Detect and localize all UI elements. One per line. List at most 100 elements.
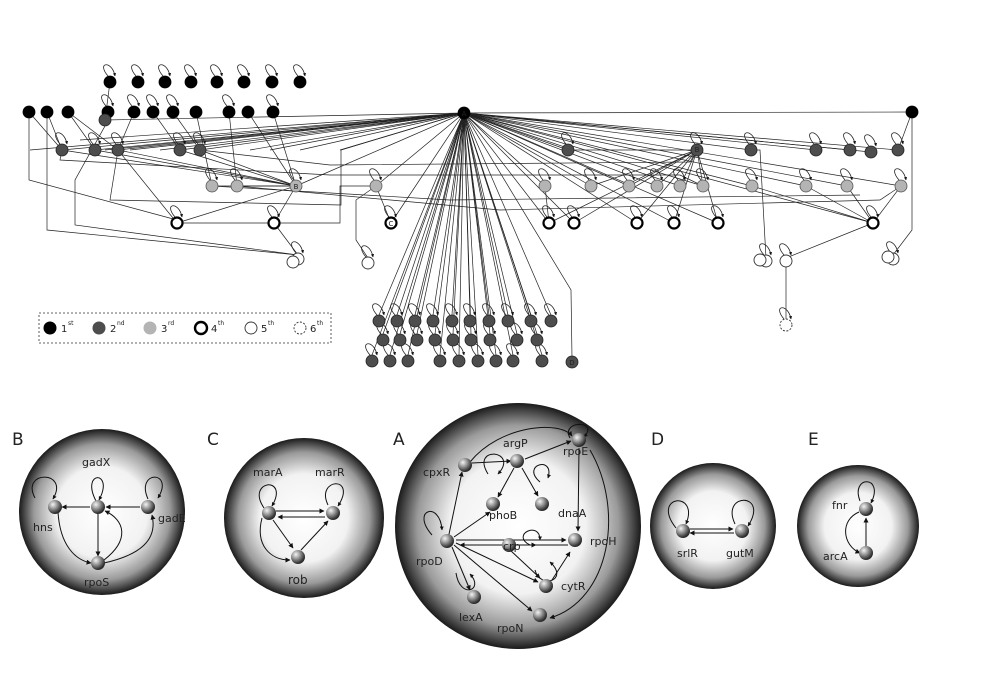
regulation-edge — [28, 111, 63, 151]
regulation-edge — [94, 149, 297, 187]
gene-node-rpod — [440, 534, 454, 548]
hierarchy-node-14 — [146, 105, 160, 119]
regulation-edge — [463, 112, 472, 335]
self-loop-arrow — [779, 307, 793, 320]
regulation-edge — [371, 112, 465, 356]
regulation-edge — [28, 112, 178, 221]
self-loop-arrow — [690, 132, 704, 145]
panel-label-b: B — [12, 430, 24, 450]
gene-node-dnaa — [535, 497, 549, 511]
hierarchy-node-71 — [524, 314, 538, 328]
hierarchy-node-9 — [22, 105, 36, 119]
hierarchy-node-47 — [267, 216, 281, 230]
self-loop-arrow — [524, 303, 538, 316]
regulation-edge — [104, 112, 465, 151]
regulation-edge — [463, 112, 573, 359]
hierarchy-node-28 — [744, 143, 758, 157]
hierarchy-node-32 — [891, 143, 905, 157]
hierarchy-node-81 — [530, 333, 544, 347]
panel-label-c: C — [207, 430, 219, 450]
gene-label-crp: crp — [503, 540, 521, 553]
self-loop-arrow — [222, 94, 236, 107]
gene-label-gutm: gutM — [726, 547, 754, 560]
regulation-edge — [897, 111, 913, 151]
self-loop-arrow — [166, 94, 180, 107]
hierarchy-node-70 — [501, 314, 515, 328]
hub-node-d — [565, 355, 579, 369]
hierarchy-node-35 — [369, 179, 383, 193]
self-loop-arrow — [131, 64, 145, 77]
self-loop-arrow — [650, 168, 664, 181]
hierarchy-node-64 — [390, 314, 404, 328]
self-loop-arrow — [744, 132, 758, 145]
hierarchy-node-66 — [426, 314, 440, 328]
hierarchy-node-18 — [241, 105, 255, 119]
hub-label-c: C — [389, 220, 394, 228]
hierarchy-node-37 — [584, 179, 598, 193]
self-loop-arrow — [482, 303, 496, 316]
hierarchy-node-85 — [433, 354, 447, 368]
regulation-edge — [273, 222, 299, 256]
self-loop-arrow — [426, 303, 440, 316]
regulation-edge — [247, 111, 297, 187]
gene-label-rob: rob — [288, 573, 308, 587]
regulation-edge — [396, 112, 465, 316]
gene-label-srlr: srlR — [677, 547, 698, 560]
hierarchy-node-19 — [266, 105, 280, 119]
self-loop-arrow — [289, 168, 303, 181]
regulation-edge — [439, 112, 465, 356]
module-e: fnr arcA — [797, 465, 919, 587]
regulation-edge — [378, 112, 465, 316]
hierarchy-node-11 — [61, 105, 75, 119]
regulation-edge — [452, 112, 465, 335]
self-loop-arrow — [779, 243, 793, 256]
hierarchy-node-76 — [428, 333, 442, 347]
hierarchy-node-61 — [881, 250, 895, 264]
hierarchy-node-75 — [410, 333, 424, 347]
hierarchy-node-36 — [538, 179, 552, 193]
hierarchy-node-83 — [383, 354, 397, 368]
gene-node-gade — [141, 500, 155, 514]
hierarchy-node-79 — [483, 333, 497, 347]
regulation-edge — [463, 112, 848, 187]
regulation-edge — [458, 112, 465, 356]
gene-label-rpon: rpoN — [497, 622, 523, 635]
self-loop-arrow — [809, 132, 823, 145]
regulation-edge — [390, 112, 465, 224]
self-loop-arrow — [146, 94, 160, 107]
legend-num-4: 4 — [211, 324, 217, 335]
legend-sup-4: th — [218, 320, 224, 327]
hierarchy-node-10 — [40, 105, 54, 119]
hierarchy-node-22 — [88, 143, 102, 157]
self-loop-arrow — [501, 303, 515, 316]
regulation-edge — [463, 112, 872, 153]
module-b: gadX hns gadE rpoS — [19, 429, 186, 595]
hierarchy-node-73 — [376, 333, 390, 347]
gene-node-cpxr — [458, 458, 472, 472]
self-loop-arrow — [584, 168, 598, 181]
regulation-edge — [117, 111, 135, 151]
hierarchy-node-48 — [542, 216, 556, 230]
self-loop-arrow — [372, 303, 386, 316]
legend-sup-1: st — [68, 320, 74, 327]
regulation-edge — [61, 112, 465, 151]
legend: 1 st 2 nd 3 rd 4 th 5 th 6 th — [38, 312, 332, 344]
gene-label-mara: marA — [253, 466, 283, 479]
hierarchy-node-57 — [779, 254, 793, 268]
regulation-edge — [399, 112, 465, 335]
regulation-edge — [463, 112, 550, 224]
legend-sup-3: rd — [168, 320, 174, 327]
hub-label-d: D — [569, 359, 574, 367]
hierarchy-node-62 — [779, 318, 793, 332]
hub-label-a: A — [462, 110, 467, 118]
module-a: argP rpoE cpxR phoB dnaA crp rpoH rpoD c… — [395, 403, 641, 649]
hub-node-b2 — [289, 179, 303, 193]
regulation-edge — [61, 149, 297, 187]
regulation-edge — [416, 112, 465, 335]
regulation-edge — [463, 112, 704, 187]
regulation-edge — [463, 112, 874, 224]
regulation-edge — [463, 112, 902, 187]
hierarchy-node-4 — [184, 75, 198, 89]
legend-swatch-2nd — [92, 321, 106, 335]
self-loop-arrow — [193, 132, 207, 145]
